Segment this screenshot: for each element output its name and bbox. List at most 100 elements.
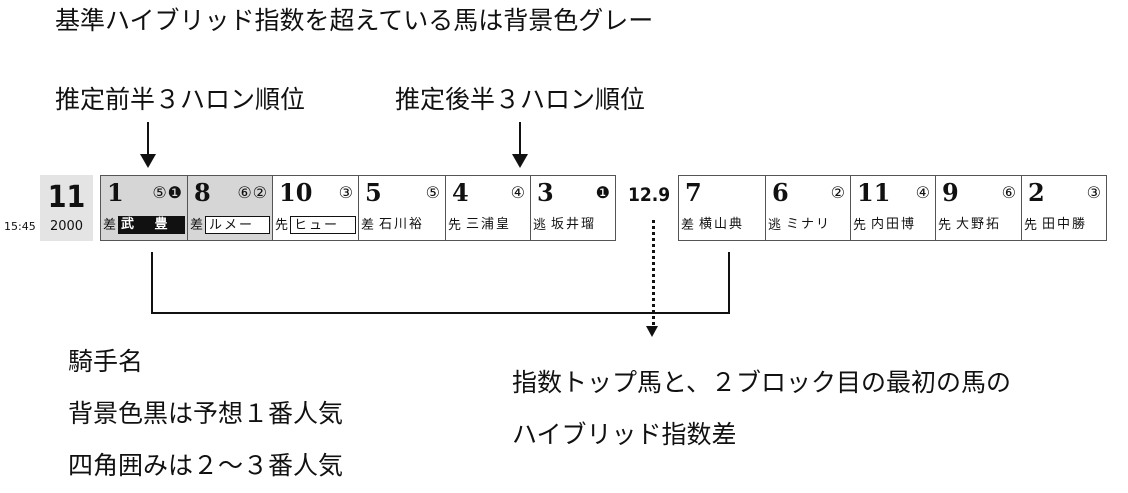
horse-entry: 10 ③ 先ヒュー bbox=[273, 176, 359, 240]
horse-entry: 1 ⑤❶ 差武 豊 bbox=[101, 176, 188, 240]
running-style: 先 bbox=[938, 218, 952, 233]
jockey-name: 内田博 bbox=[871, 217, 917, 232]
horse-entry-top: 11 ④ bbox=[851, 176, 935, 212]
running-style: 差 bbox=[190, 218, 204, 233]
jockey-name: 田中勝 bbox=[1042, 217, 1088, 232]
horse-entry-top: 10 ③ bbox=[273, 176, 358, 212]
horse-entry-bottom: 先大野拓 bbox=[936, 214, 1021, 240]
jockey-note-title: 騎手名 bbox=[68, 347, 144, 376]
horse-number: 11 bbox=[857, 178, 891, 207]
jockey-name: ミナリ bbox=[786, 217, 832, 232]
half-furlong-ranks: ④ bbox=[915, 183, 931, 202]
gray-background-note: 基準ハイブリッド指数を超えている馬は背景色グレー bbox=[55, 6, 654, 35]
race-number: 11 bbox=[47, 180, 86, 215]
horse-entry-bottom: 差石川裕 bbox=[359, 214, 445, 240]
jockey-name: 横山典 bbox=[699, 217, 745, 232]
horse-entry: 7 差横山典 bbox=[679, 176, 766, 240]
jockey-name: 石川裕 bbox=[379, 217, 425, 232]
running-style: 差 bbox=[681, 218, 695, 233]
horse-entry: 11 ④ 先内田博 bbox=[851, 176, 936, 240]
running-style: 逃 bbox=[533, 218, 547, 233]
second-half-arrow-line bbox=[519, 122, 521, 156]
jockey-name: 大野拓 bbox=[956, 217, 1002, 232]
horse-entry-bottom: 逃ミナリ bbox=[766, 214, 850, 240]
bracket-bottom-line bbox=[151, 312, 730, 314]
horse-number: 10 bbox=[279, 178, 313, 207]
horse-entry-top: 8 ⑥② bbox=[188, 176, 272, 212]
second-half-arrow-head bbox=[512, 154, 528, 168]
horse-entry-bottom: 先田中勝 bbox=[1022, 214, 1106, 240]
half-furlong-ranks: ② bbox=[830, 183, 846, 202]
half-furlong-ranks: ③ bbox=[338, 183, 354, 202]
horse-entry-top: 1 ⑤❶ bbox=[101, 176, 187, 212]
half-furlong-ranks: ⑥② bbox=[237, 183, 268, 202]
horse-number: 1 bbox=[107, 178, 124, 207]
second-half-rank-note: 推定後半３ハロン順位 bbox=[395, 85, 646, 114]
jockey-name: ヒュー bbox=[290, 216, 356, 234]
first-half-arrow-head bbox=[140, 154, 156, 168]
horse-entry-top: 7 bbox=[679, 176, 765, 212]
gap-note-line2: ハイブリッド指数差 bbox=[512, 420, 737, 449]
running-style: 先 bbox=[1024, 218, 1038, 233]
half-furlong-ranks: ⑥ bbox=[1001, 183, 1017, 202]
jockey-name: 三浦皇 bbox=[466, 217, 512, 232]
horse-entry-bottom: 差ルメー bbox=[188, 214, 272, 240]
horse-entry-bottom: 先内田博 bbox=[851, 214, 935, 240]
horse-number: 5 bbox=[365, 178, 382, 207]
running-style: 差 bbox=[103, 218, 117, 233]
first-half-arrow-line bbox=[147, 122, 149, 156]
half-furlong-ranks: ⑤❶ bbox=[152, 183, 183, 202]
horse-entry: 8 ⑥② 差ルメー bbox=[188, 176, 273, 240]
horse-entry-bottom: 差武 豊 bbox=[101, 214, 187, 240]
horse-number: 6 bbox=[772, 178, 789, 207]
race-number-box: 11 2000 bbox=[40, 175, 93, 241]
horse-number: 3 bbox=[537, 178, 554, 207]
half-furlong-ranks: ④ bbox=[510, 183, 526, 202]
running-style: 先 bbox=[448, 218, 462, 233]
index-gap-value: 12.9 bbox=[628, 184, 671, 206]
half-furlong-ranks: ③ bbox=[1086, 183, 1102, 202]
first-half-rank-note: 推定前半３ハロン順位 bbox=[55, 85, 306, 114]
jockey-name: ルメー bbox=[205, 216, 270, 234]
bracket-right-line bbox=[728, 252, 730, 314]
horse-number: 2 bbox=[1028, 178, 1045, 207]
gap-arrow-head bbox=[646, 326, 658, 337]
horse-number: 7 bbox=[685, 178, 702, 207]
jockey-name: 坂井瑠 bbox=[551, 217, 597, 232]
horse-entry-bottom: 差横山典 bbox=[679, 214, 765, 240]
jockey-name: 武 豊 bbox=[118, 216, 185, 234]
horse-entry-bottom: 先三浦皇 bbox=[446, 214, 530, 240]
horse-number: 4 bbox=[452, 178, 469, 207]
race-start-time: 15:45 bbox=[4, 220, 36, 233]
horse-entry-bottom: 先ヒュー bbox=[273, 214, 358, 240]
gap-note-line1: 指数トップ馬と、２ブロック目の最初の馬の bbox=[512, 368, 1012, 397]
half-furlong-ranks: ⑤ bbox=[425, 183, 441, 202]
horse-number: 8 bbox=[194, 178, 211, 207]
bracket-left-line bbox=[151, 252, 153, 314]
running-style: 先 bbox=[275, 218, 289, 233]
horse-number: 9 bbox=[942, 178, 959, 207]
jockey-note-fav1: 背景色黒は予想１番人気 bbox=[68, 399, 344, 428]
gap-dotted-line bbox=[652, 220, 655, 325]
half-furlong-ranks: ❶ bbox=[595, 183, 611, 202]
horse-entry-bottom: 逃坂井瑠 bbox=[531, 214, 615, 240]
race-distance: 2000 bbox=[49, 219, 84, 234]
running-style: 差 bbox=[361, 218, 375, 233]
running-style: 先 bbox=[853, 218, 867, 233]
running-style: 逃 bbox=[768, 218, 782, 233]
jockey-note-fav23: 四角囲みは２～３番人気 bbox=[68, 451, 344, 480]
